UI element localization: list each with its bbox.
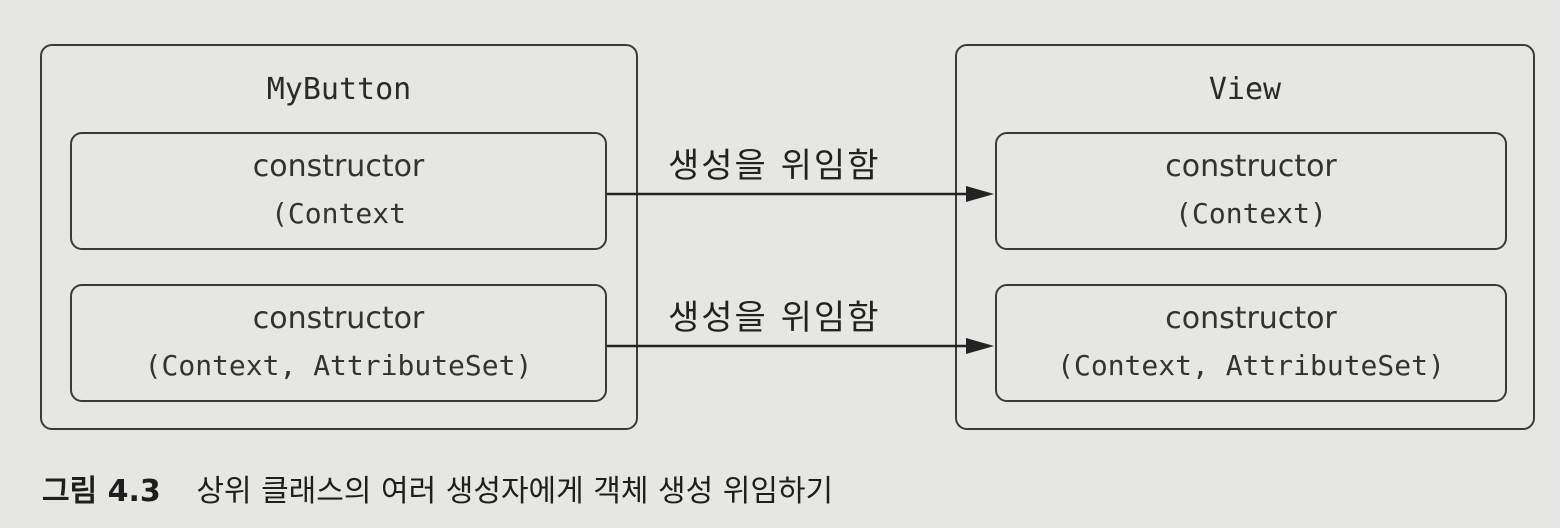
figure-caption-text: 상위 클래스의 여러 생성자에게 객체 생성 위임하기 <box>196 474 834 509</box>
arrowhead-2 <box>966 338 994 354</box>
constructor-name: constructor <box>1165 149 1337 184</box>
mybutton-constructor-context: constructor (Context <box>70 132 607 250</box>
mybutton-class-box: MyButton <box>40 44 638 430</box>
arrowhead-1 <box>966 186 994 202</box>
constructor-name: constructor <box>252 301 425 336</box>
arrow-label-1: 생성을 위임함 <box>668 146 881 186</box>
view-constructor-context: constructor (Context) <box>995 132 1507 250</box>
constructor-name: constructor <box>252 149 425 184</box>
mybutton-constructor-context-attributeset: constructor (Context, AttributeSet) <box>70 284 607 402</box>
view-constructor-context-attributeset: constructor (Context, AttributeSet) <box>995 284 1507 402</box>
figure-number: 그림 4.3 <box>42 474 161 509</box>
arrow-label-2: 생성을 위임함 <box>668 298 881 338</box>
view-class-title: View <box>1208 72 1282 107</box>
constructor-name: constructor <box>1165 301 1337 336</box>
constructor-params: (Context, AttributeSet) <box>1057 349 1445 382</box>
constructor-params: (Context) <box>1175 197 1327 230</box>
figure-caption: 그림 4.3 상위 클래스의 여러 생성자에게 객체 생성 위임하기 <box>42 466 833 510</box>
constructor-params: (Context <box>271 197 406 230</box>
view-class-box: View <box>955 44 1535 430</box>
constructor-params: (Context, AttributeSet) <box>144 349 533 382</box>
mybutton-class-title: MyButton <box>266 72 412 107</box>
